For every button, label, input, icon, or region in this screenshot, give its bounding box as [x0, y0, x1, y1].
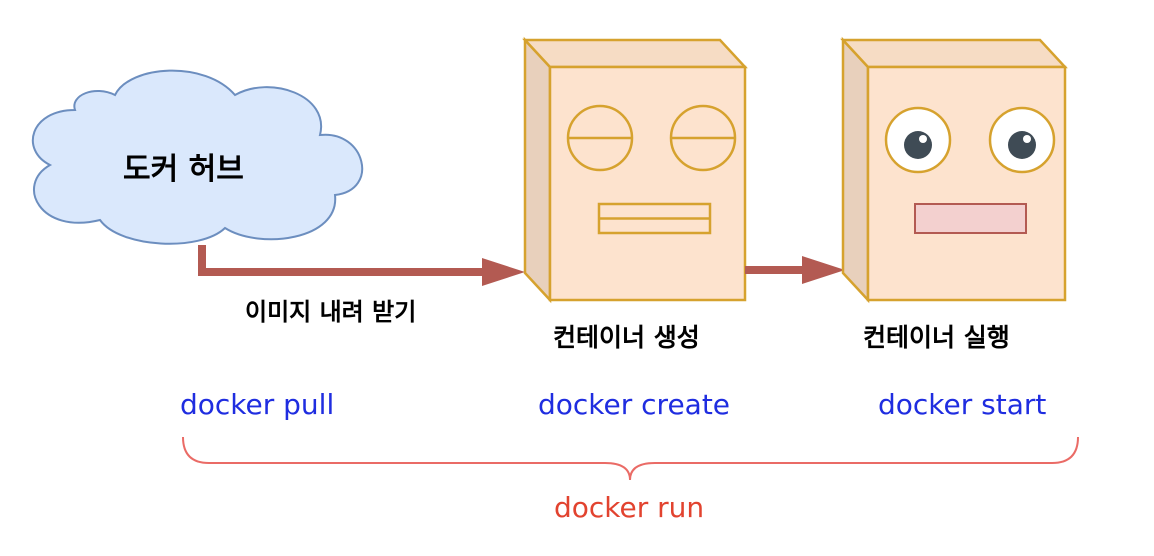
pull-arrow — [198, 245, 525, 286]
run-brace — [182, 436, 1079, 481]
closed-mouth — [597, 202, 712, 235]
open-eye-left — [884, 106, 952, 174]
docker-pull-command: docker pull — [180, 388, 335, 421]
created-container-box — [522, 36, 748, 304]
pull-step-label: 이미지 내려 받기 — [245, 298, 417, 326]
docker-run-command: docker run — [554, 491, 705, 524]
open-eye-right — [988, 106, 1056, 174]
started-container-label: 컨테이너 실행 — [863, 323, 1010, 352]
docker-create-command: docker create — [538, 388, 731, 421]
docker-hub-cloud — [31, 69, 364, 245]
docker-start-command: docker start — [878, 388, 1047, 421]
started-container-box — [840, 36, 1068, 304]
created-container-label: 컨테이너 생성 — [553, 323, 700, 352]
closed-eye-left — [566, 104, 634, 172]
open-mouth — [914, 203, 1027, 234]
closed-eye-right — [669, 104, 737, 172]
docker-hub-label: 도커 허브 — [123, 152, 244, 187]
start-arrow — [745, 256, 845, 284]
